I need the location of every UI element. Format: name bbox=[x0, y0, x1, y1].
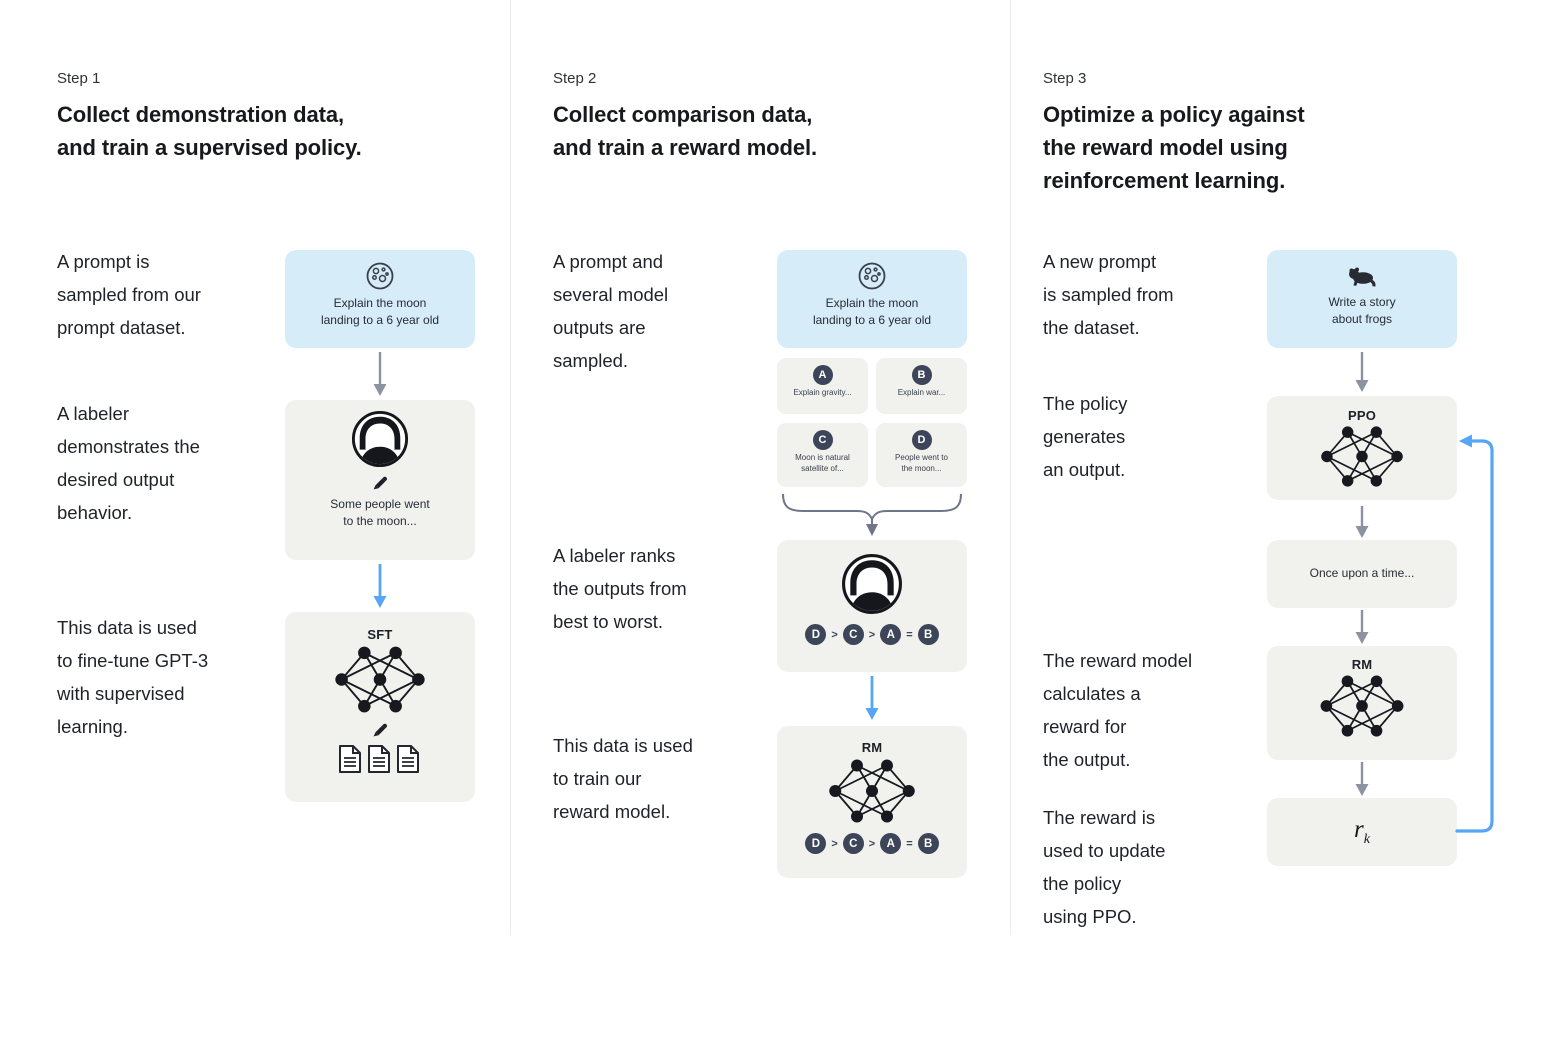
step3-title: Optimize a policy against the reward mod… bbox=[1043, 102, 1305, 193]
down-arrow-icon bbox=[1355, 506, 1369, 538]
output-badge-b: B bbox=[911, 365, 932, 385]
reward-symbol: rk bbox=[1354, 816, 1370, 847]
step3-caption-reward: The reward model calculates a reward for… bbox=[1043, 650, 1193, 770]
step3-reward-box: rk bbox=[1267, 798, 1457, 866]
feedback-loop-arrow bbox=[1455, 434, 1494, 833]
column-divider bbox=[510, 0, 511, 935]
output-text-c: Moon is natural satellite of... bbox=[795, 453, 850, 473]
step2-prompt-box: Explain the moon landing to a 6 year old bbox=[777, 250, 967, 348]
neural-network-icon bbox=[1320, 674, 1404, 738]
step2-rm-box: RM D > C > A = B bbox=[777, 726, 967, 878]
rank-separator: > bbox=[831, 628, 838, 641]
step3-ppo-box: PPO bbox=[1267, 396, 1457, 500]
down-arrow-icon bbox=[1355, 352, 1369, 392]
output-badge-c: C bbox=[812, 430, 833, 450]
rank-badge: A bbox=[880, 833, 902, 854]
rank-badge: C bbox=[842, 833, 864, 854]
step3-prompt-box: Write a story about frogs bbox=[1267, 250, 1457, 348]
step2-caption-sampled: A prompt and several model outputs are s… bbox=[553, 251, 669, 371]
sft-label: SFT bbox=[367, 627, 393, 642]
step2-prompt-text: Explain the moon landing to a 6 year old bbox=[812, 296, 932, 328]
step3-prompt-text: Write a story about frogs bbox=[1328, 295, 1396, 327]
down-arrow-icon bbox=[1355, 610, 1369, 644]
step1-label: Step 1 bbox=[57, 70, 101, 87]
step2-labeler-ranks-box: D > C > A = B bbox=[777, 540, 967, 672]
rm-label: RM bbox=[861, 740, 883, 755]
step1-caption-labeler: A labeler demonstrates the desired outpu… bbox=[57, 403, 200, 523]
step3-output-text: Once upon a time... bbox=[1309, 566, 1415, 581]
neural-network-icon bbox=[828, 758, 916, 824]
output-badge-d: D bbox=[911, 430, 932, 450]
rank-badge: B bbox=[917, 624, 939, 645]
ppo-label: PPO bbox=[1347, 408, 1377, 423]
documents-icon bbox=[339, 745, 419, 773]
step1-sft-box: SFT bbox=[285, 612, 475, 802]
step1-prompt-text: Explain the moon landing to a 6 year old bbox=[320, 296, 440, 328]
model-output-box-a: A Explain gravity... bbox=[777, 358, 868, 414]
step3-caption-policy: The policy generates an output. bbox=[1043, 393, 1128, 480]
output-text-b: Explain war... bbox=[897, 388, 946, 397]
brace-connector bbox=[782, 493, 962, 536]
rank-separator: = bbox=[906, 837, 913, 850]
step3-caption-new-prompt: A new prompt is sampled from the dataset… bbox=[1043, 251, 1174, 338]
frog-icon bbox=[1349, 267, 1376, 287]
down-arrow-icon bbox=[1355, 762, 1369, 796]
pencil-icon bbox=[373, 476, 387, 490]
labeler-avatar-icon bbox=[841, 553, 903, 615]
output-text-a: Explain gravity... bbox=[793, 388, 852, 397]
down-arrow-icon bbox=[373, 564, 387, 608]
model-output-box-b: B Explain war... bbox=[876, 358, 967, 414]
rank-badge: A bbox=[880, 624, 902, 645]
moon-icon bbox=[366, 262, 394, 290]
rm-label: RM bbox=[1351, 657, 1373, 672]
column-divider bbox=[1010, 0, 1011, 935]
rank-separator: > bbox=[868, 628, 876, 641]
pencil-icon bbox=[373, 723, 387, 737]
neural-network-icon bbox=[1320, 425, 1404, 488]
output-text-d: People went to the moon... bbox=[895, 453, 948, 473]
output-badge-a: A bbox=[812, 365, 833, 385]
rank-badge: B bbox=[917, 833, 939, 854]
down-arrow-icon bbox=[373, 352, 387, 396]
step2-caption-train: This data is used to train our reward mo… bbox=[553, 735, 693, 822]
step3-rm-box: RM bbox=[1267, 646, 1457, 760]
step1-caption-prompt: A prompt is sampled from our prompt data… bbox=[57, 251, 201, 338]
model-output-box-c: C Moon is natural satellite of... bbox=[777, 423, 868, 487]
rank-badge: C bbox=[842, 624, 864, 645]
rank-separator: > bbox=[868, 837, 876, 850]
model-output-box-d: D People went to the moon... bbox=[876, 423, 967, 487]
rank-separator: = bbox=[906, 628, 913, 641]
step3-output-box: Once upon a time... bbox=[1267, 540, 1457, 608]
step1-caption-finetune: This data is used to fine-tune GPT-3 wit… bbox=[57, 617, 209, 737]
rank-separator: > bbox=[831, 837, 838, 850]
neural-network-icon bbox=[334, 646, 426, 713]
moon-icon bbox=[858, 262, 886, 290]
step3-label: Step 3 bbox=[1043, 70, 1087, 87]
rank-badge: D bbox=[805, 833, 827, 854]
step1-labeler-text: Some people went to the moon... bbox=[330, 497, 430, 529]
ranking-row: D > C > A = B bbox=[805, 833, 939, 854]
ranking-row: D > C > A = B bbox=[805, 624, 939, 645]
rank-badge: D bbox=[805, 624, 827, 645]
step2-title: Collect comparison data, and train a rew… bbox=[553, 102, 818, 160]
step1-labeler-box: Some people went to the moon... bbox=[285, 400, 475, 560]
step1-title: Collect demonstration data, and train a … bbox=[57, 102, 362, 160]
step2-label: Step 2 bbox=[553, 70, 597, 87]
step3-caption-update: The reward is used to update the policy … bbox=[1043, 807, 1166, 927]
down-arrow-icon bbox=[865, 676, 879, 720]
step2-caption-ranks: A labeler ranks the outputs from best to… bbox=[553, 545, 687, 632]
labeler-avatar-icon bbox=[351, 410, 409, 468]
step1-prompt-box: Explain the moon landing to a 6 year old bbox=[285, 250, 475, 348]
